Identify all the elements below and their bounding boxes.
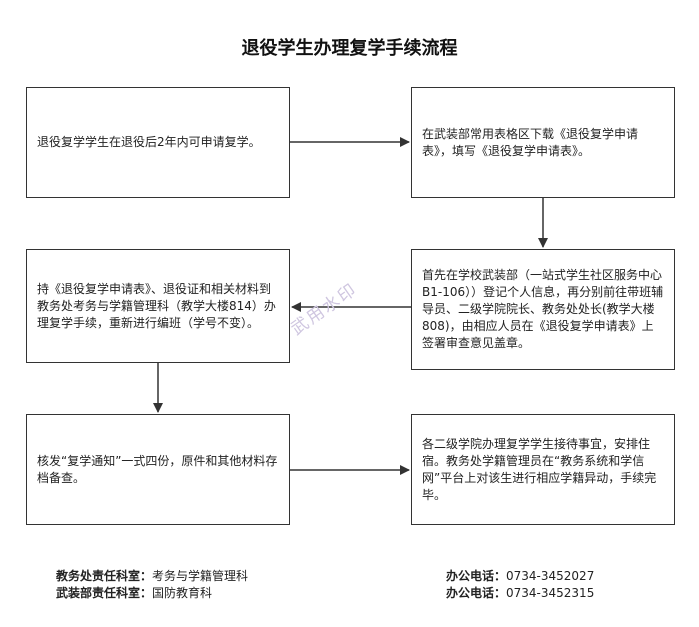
step-text-4: 持《退役复学申请表》、退役证和相关材料到教务处考务与学籍管理科（教学大楼814）… — [37, 281, 276, 330]
step-box-1: 退役复学学生在退役后2年内可申请复学。 — [26, 87, 290, 198]
footer-line: 武装部责任科室：国防教育科 — [56, 585, 248, 602]
page-title: 退役学生办理复学手续流程 — [241, 38, 458, 59]
footer-value: 0734-3452315 — [506, 586, 595, 600]
footer-line: 教务处责任科室：考务与学籍管理科 — [56, 568, 248, 585]
step-box-5: 核发“复学通知”一式四份，原件和其他材料存档备查。 — [26, 414, 290, 525]
step-text-5: 核发“复学通知”一式四份，原件和其他材料存档备查。 — [37, 453, 278, 485]
footer-label: 武装部责任科室： — [56, 586, 153, 600]
footer-value: 0734-3452027 — [506, 569, 595, 583]
step-text-3: 首先在学校武装部（一站式学生社区服务中心B1-106））登记个人信息，再分别前往… — [422, 268, 664, 350]
footer-phones: 办公电话：0734-3452027 办公电话：0734-3452315 — [446, 568, 594, 602]
step-box-3: 首先在学校武装部（一站式学生社区服务中心B1-106））登记个人信息，再分别前往… — [411, 249, 675, 370]
footer-departments: 教务处责任科室：考务与学籍管理科 武装部责任科室：国防教育科 — [56, 568, 248, 602]
step-box-4: 持《退役复学申请表》、退役证和相关材料到教务处考务与学籍管理科（教学大楼814）… — [26, 249, 290, 363]
footer-label: 办公电话： — [446, 586, 507, 600]
step-text-1: 退役复学学生在退役后2年内可申请复学。 — [37, 135, 261, 149]
step-text-6: 各二级学院办理复学学生接待事宜，安排住宿。教务处学籍管理员在“教务系统和学信网”… — [422, 436, 657, 502]
step-box-6: 各二级学院办理复学学生接待事宜，安排住宿。教务处学籍管理员在“教务系统和学信网”… — [411, 414, 675, 525]
step-text-2: 在武装部常用表格区下载《退役复学申请表》，填写《退役复学申请表》。 — [422, 126, 639, 158]
footer-value: 考务与学籍管理科 — [152, 569, 249, 583]
footer-line: 办公电话：0734-3452027 — [446, 568, 594, 585]
footer-value: 国防教育科 — [152, 586, 213, 600]
footer-line: 办公电话：0734-3452315 — [446, 585, 594, 602]
step-box-2: 在武装部常用表格区下载《退役复学申请表》，填写《退役复学申请表》。 — [411, 87, 675, 198]
footer-label: 教务处责任科室： — [56, 569, 153, 583]
footer-label: 办公电话： — [446, 569, 507, 583]
